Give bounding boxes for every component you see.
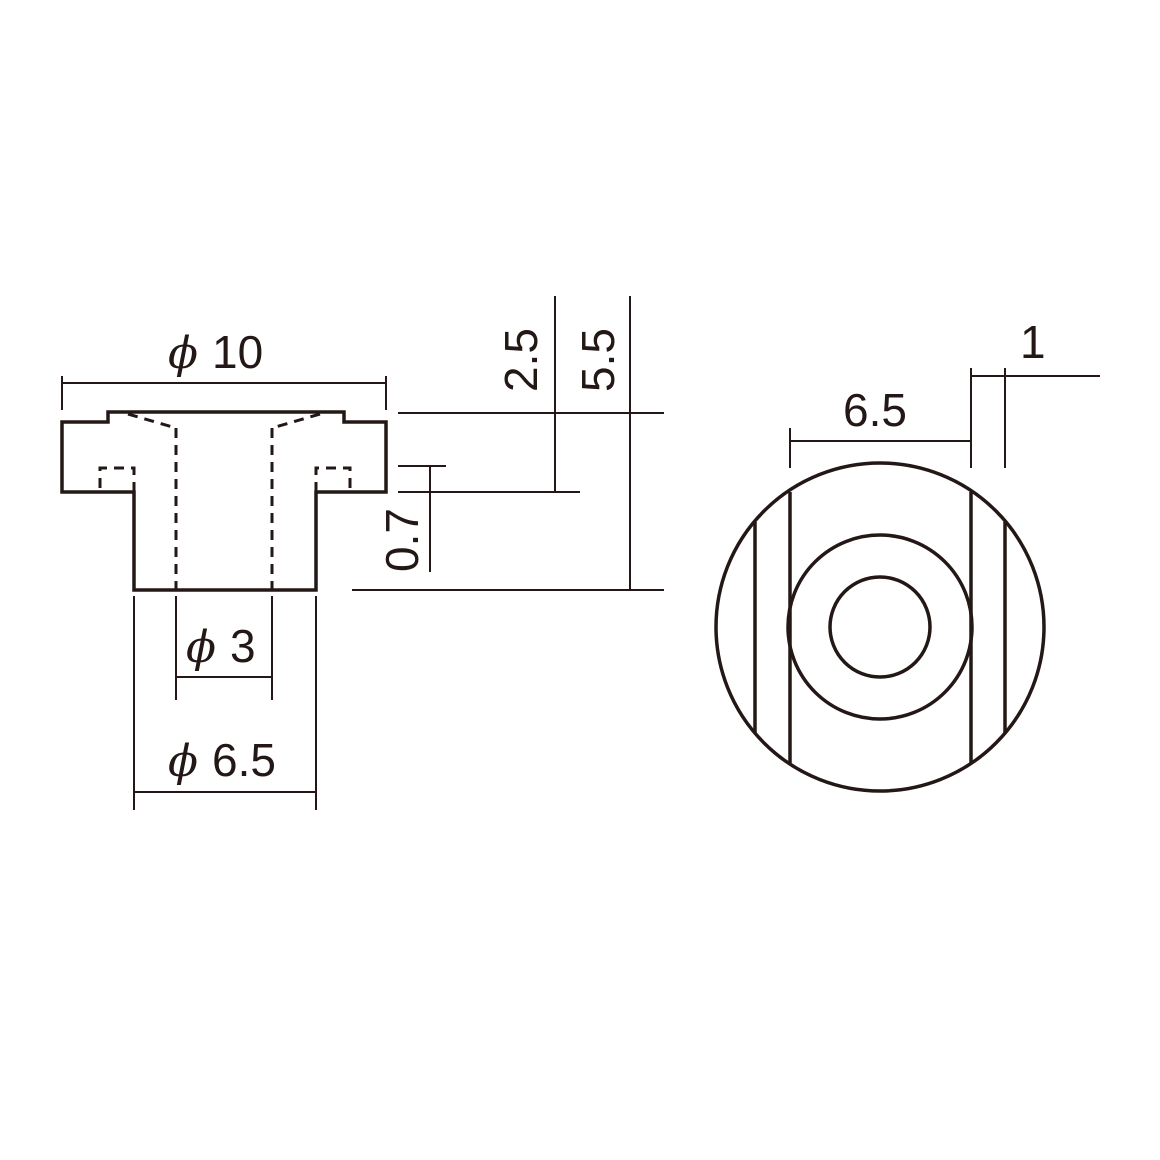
dim-label-flange-diameter: 10 <box>212 326 263 378</box>
phi-symbol: ϕ <box>168 328 198 379</box>
dim-body-diameter: ϕ 6.5 <box>133 596 317 810</box>
dim-total-height: 5.5 <box>572 296 631 590</box>
dim-label-total-height: 5.5 <box>572 328 624 392</box>
body-circle <box>786 533 974 721</box>
dim-label-flat-width: 6.5 <box>843 384 907 436</box>
dim-wall-thickness: 1 <box>971 316 1100 468</box>
side-view <box>60 410 388 592</box>
dim-bore-diameter: ϕ 3 <box>175 596 273 700</box>
dim-label-wall-thickness: 1 <box>1020 316 1046 368</box>
dim-label-flange-height: 2.5 <box>495 328 547 392</box>
dim-flange-diameter: ϕ 10 <box>61 326 387 410</box>
dim-flange-height: 2.5 <box>495 296 556 492</box>
outer-circle <box>714 461 1046 793</box>
dim-label-body-diameter: 6.5 <box>212 734 276 786</box>
dim-recess-depth: 0.7 <box>376 466 431 572</box>
phi-symbol: ϕ <box>186 622 216 673</box>
dim-label-recess-depth: 0.7 <box>376 508 428 572</box>
hidden-chamfer-left <box>127 412 177 430</box>
hidden-recess-right <box>314 466 352 492</box>
dim-label-bore-diameter: 3 <box>230 620 256 672</box>
top-view <box>714 461 1046 793</box>
bore-circle <box>828 575 932 679</box>
hidden-chamfer-right <box>271 412 321 430</box>
hidden-recess-left <box>98 466 136 492</box>
side-view-outline <box>60 410 388 592</box>
phi-symbol: ϕ <box>168 736 198 787</box>
dim-flat-width: 6.5 <box>789 368 972 468</box>
